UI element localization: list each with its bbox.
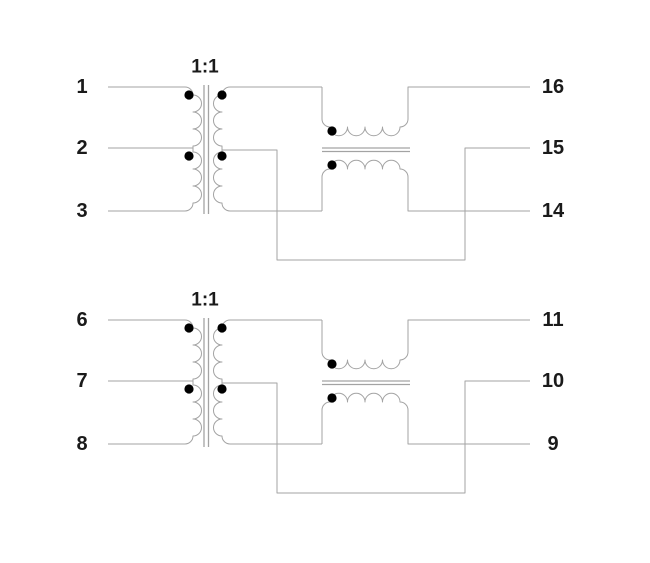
choke-bottom-winding [321,159,530,212]
polarity-dot-icon [217,90,227,100]
pin-label-left-1: 1 [76,76,87,98]
polarity-dot-icon [184,384,194,394]
pin-label-left-8: 8 [76,433,87,455]
transformer-unit-upper: 1:1 1 2 3 16 15 14 [76,57,565,261]
choke-core [322,380,410,386]
choke-core [322,147,410,153]
transformer-core [203,85,210,214]
polarity-dot-icon [184,323,194,333]
polarity-dot-icon [327,393,337,403]
primary-winding [108,319,202,445]
pin-label-right-11: 11 [542,309,563,331]
secondary-center-tap-route [222,380,530,494]
turns-ratio-label: 1:1 [191,290,219,311]
choke-top-winding [321,319,530,370]
transformer-unit-lower: 1:1 6 7 8 11 10 9 [76,290,564,494]
pin-label-right-9: 9 [547,433,558,455]
polarity-dot-icon [327,126,337,136]
pin-label-right-1: 16 [542,76,564,98]
pin-label-left-2: 2 [76,137,87,159]
polarity-dot-icon [217,151,227,161]
polarity-dot-icon [184,151,194,161]
turns-ratio-label: 1:1 [191,57,219,78]
secondary-winding [213,319,322,445]
choke-bottom-winding [321,392,530,445]
polarity-dot-icon [217,323,227,333]
pin-label-left-3: 3 [76,200,87,222]
choke-top-winding [321,86,530,137]
pin-label-right-2: 15 [542,137,564,159]
polarity-dot-icon [184,90,194,100]
transformer-core [203,318,210,447]
polarity-dot-icon [327,160,337,170]
primary-winding [108,86,202,212]
pin-label-right-10: 10 [542,370,564,392]
pin-label-right-3: 14 [542,200,565,222]
polarity-dot-icon [327,359,337,369]
secondary-center-tap-route [222,147,530,261]
secondary-winding [213,86,322,212]
polarity-dot-icon [217,384,227,394]
pin-label-left-7: 7 [76,370,87,392]
pin-label-left-6: 6 [76,309,87,331]
